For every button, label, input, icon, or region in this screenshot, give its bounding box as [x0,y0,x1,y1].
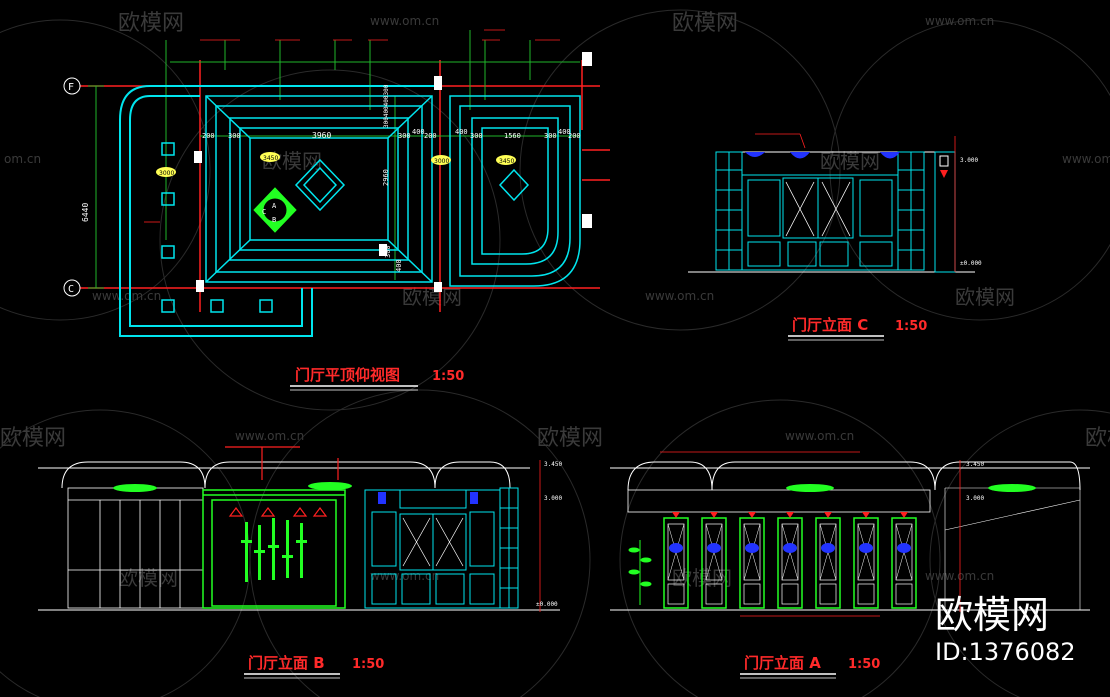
display-panel [663,512,689,609]
dim-400: 400 [455,128,468,136]
level-c-top: 3.000 [960,157,978,164]
dim-300: 300 [470,132,483,140]
ceiling-height-label: 3450 [263,155,278,162]
watermark-brand: 欧模网 [1085,426,1110,451]
marker-b: B [272,216,276,224]
dim-200: 200 [424,132,437,140]
brand-overlay: 欧模网 ID:1376082 [935,593,1076,666]
ceiling-plan: A C B 3000 3450 [63,29,610,391]
watermark-brand: 欧模网 [118,11,184,36]
dim-200: 200 [568,132,581,140]
watermark-brand: 欧模网 [955,285,1015,309]
dim-1560: 1560 [504,132,521,140]
elevation-c: 3.000 ±0.000 门厅立面 C 1:50 [688,133,982,341]
title-elevation-a: 门厅立面 A [744,654,821,672]
marker-a: A [272,202,277,210]
watermark-brand: 欧模网 [820,149,880,173]
watermark-site: www.om.cn [370,14,439,28]
dim-400: 400 [412,128,425,136]
display-panels [663,512,917,609]
dim-stack: 300400400300 [383,84,390,128]
dim-300: 300 [398,132,411,140]
watermark-site: www.om.cn [925,14,994,28]
display-panel [853,512,879,609]
display-panel [891,512,917,609]
section-marker: A C B [253,187,297,233]
display-panel [815,512,841,609]
level-a-top: 3.450 [966,461,984,468]
coffer-right [449,95,581,287]
watermark-layer [0,9,1110,697]
title-elevation-c-scale: 1:50 [895,319,927,334]
level-b-base: ±0.000 [536,601,558,608]
elevation-b: 3.450 3.000 ±0.000 门厅立面 B 1:50 [38,446,562,679]
dim-400: 400 [558,128,571,136]
level-c-base: ±0.000 [960,260,982,267]
watermark-site: www.om.cn [1062,152,1110,166]
watermark-brand: 欧模网 [537,426,603,451]
title-elevation-b: 门厅立面 B [248,654,325,672]
elevation-a: 3.450 3.000 门厅立面 A 1:50 [610,451,1090,679]
watermark-site: www.om.cn [235,429,304,443]
display-panel [701,512,727,609]
level-a-mid: 3.000 [966,495,984,502]
coffer-left [205,95,433,283]
dim-400: 400 [395,259,403,272]
watermark-site: www.om.cn [785,429,854,443]
title-elevation-c: 门厅立面 C [792,316,868,334]
dim-6440: 6440 [81,203,90,222]
watermark-site: www.om.cn [370,569,439,583]
title-elevation-b-scale: 1:50 [352,657,384,672]
ceiling-height-label: 3000 [434,158,449,165]
watermark-texts: 欧模网 www.om.cn 欧模网 www.om.cn om.cn 欧模网 欧模… [0,11,1110,590]
watermark-site: om.cn [4,152,41,166]
dim-200: 200 [202,132,215,140]
brand-name: 欧模网 [935,593,1049,637]
watermark-brand: 欧模网 [0,426,66,451]
grid-label-f: F [68,82,74,93]
asset-id: ID:1376082 [935,638,1076,666]
level-b-top: 3.450 [544,461,562,468]
plan-outline [119,85,440,337]
watermark-brand: 欧模网 [402,285,462,309]
dim-300: 300 [228,132,241,140]
dim-300: 300 [544,132,557,140]
watermark-site: www.om.cn [92,289,161,303]
dim-3960: 3960 [312,131,331,140]
dim-300: 300 [384,245,392,258]
title-ceiling-plan-scale: 1:50 [432,369,464,384]
watermark-brand: 欧模网 [672,11,738,36]
level-b-mid: 3.000 [544,495,562,502]
title-ceiling-plan: 门厅平顶仰视图 [295,366,400,384]
marker-c: C [262,208,266,216]
watermark-site: www.om.cn [645,289,714,303]
ceiling-height-label: 3000 [159,170,174,177]
display-panel [739,512,765,609]
title-elevation-a-scale: 1:50 [848,657,880,672]
display-panel [777,512,803,609]
dim-2960: 2960 [382,169,390,186]
ceiling-height-label: 3450 [499,158,514,165]
grid-label-c: C [68,284,74,295]
